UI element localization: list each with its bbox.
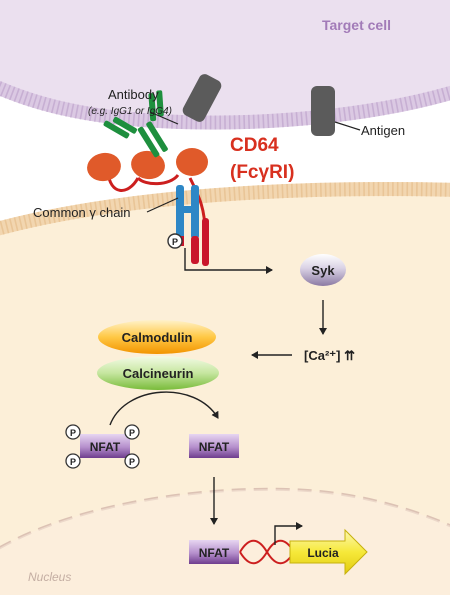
svg-text:NFAT: NFAT [199,546,230,560]
dna-promoter [239,539,295,565]
phospho-badge: P [65,424,81,440]
svg-text:Lucia: Lucia [307,546,339,560]
nfat-phosphorylated: NFAT P P P P [65,424,140,469]
gamma-chain-pointer [146,197,179,213]
syk-node: Syk [300,254,346,286]
phospho-badge: P [124,424,140,440]
fcgri-label: (FcγRI) [230,162,294,183]
antigen-shape [182,74,222,122]
phospho-badge: P [65,453,81,469]
nfat-nuclear: NFAT [189,540,239,564]
svg-text:P: P [129,428,135,438]
phospho-badge: P [124,453,140,469]
svg-text:Syk: Syk [311,263,335,278]
transcription-start-arrow [274,522,303,545]
nfat-active: NFAT [189,434,239,458]
svg-text:P: P [70,457,76,467]
antigen-shape [311,86,335,136]
phospho-badge-receptor: P [167,233,183,249]
cd64-label: CD64 [230,135,279,156]
svg-text:P: P [172,237,178,247]
arrow-dephosphorylation [109,391,219,426]
svg-text:NFAT: NFAT [199,440,230,454]
svg-text:NFAT: NFAT [90,440,121,454]
svg-text:P: P [70,428,76,438]
antibody-example-label: (e.g. IgG1 or IgG4) [88,106,172,117]
calcineurin-node: Calcineurin [97,356,219,390]
target-cell [0,0,450,130]
nucleus-label: Nucleus [28,570,71,584]
antibody [103,90,168,158]
svg-text:Calcineurin: Calcineurin [123,366,194,381]
antigen-pointer [334,121,361,131]
calmodulin-node: Calmodulin [98,320,216,354]
svg-text:P: P [129,457,135,467]
svg-text:Calmodulin: Calmodulin [122,330,193,345]
antibody-pointer [149,111,179,125]
arrow-receptor-to-syk [184,248,273,274]
calcium-label: [Ca²⁺] ⇈ [304,348,355,363]
lucia-reporter: Lucia [289,528,368,576]
common-gamma-chain-label: Common γ chain [33,205,131,220]
target-cell-label: Target cell [322,17,391,33]
antigen-label: Antigen [361,123,405,138]
cd64-receptor [87,148,209,266]
antibody-label: Antibody [108,87,159,102]
